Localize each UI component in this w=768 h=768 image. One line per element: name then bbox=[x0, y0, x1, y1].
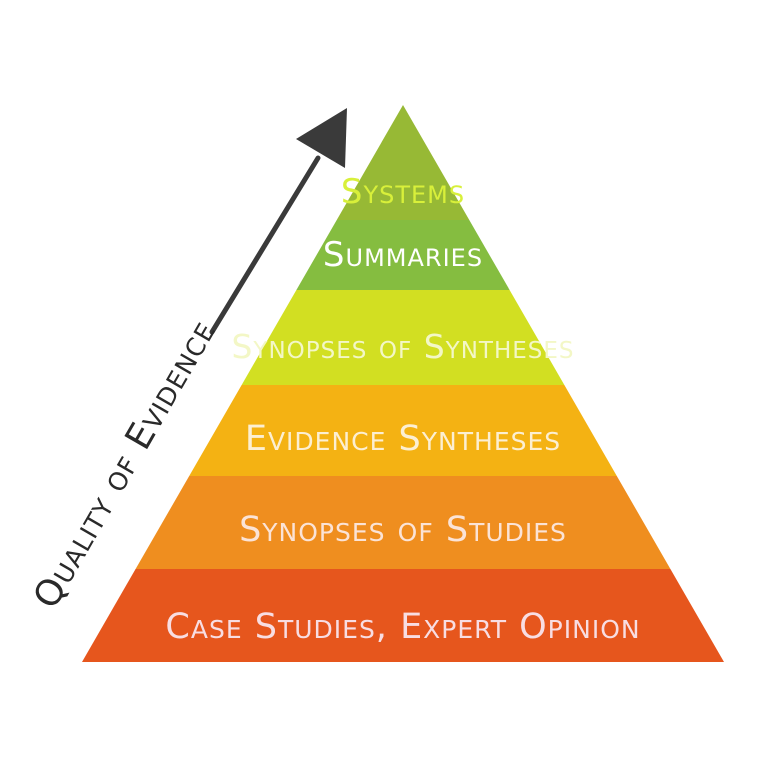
quality-axis-arrow bbox=[209, 108, 347, 335]
arrow-head-icon bbox=[296, 108, 347, 168]
tier-label-case-studies-expert-opinion: Case Studies, Expert Opinion bbox=[165, 607, 640, 647]
tier-label-evidence-syntheses: Evidence Syntheses bbox=[245, 419, 561, 459]
tier-label-synopses-of-studies: Synopses of Studies bbox=[239, 510, 567, 550]
arrow-shaft bbox=[209, 155, 321, 335]
tier-label-summaries: Summaries bbox=[323, 235, 483, 275]
tier-label-systems: Systems bbox=[341, 172, 465, 212]
tier-band-case-studies bbox=[82, 569, 724, 662]
tier-label-synopses-of-syntheses: Synopses of Syntheses bbox=[231, 327, 574, 366]
tier-band-synopses-of-studies bbox=[82, 476, 724, 569]
